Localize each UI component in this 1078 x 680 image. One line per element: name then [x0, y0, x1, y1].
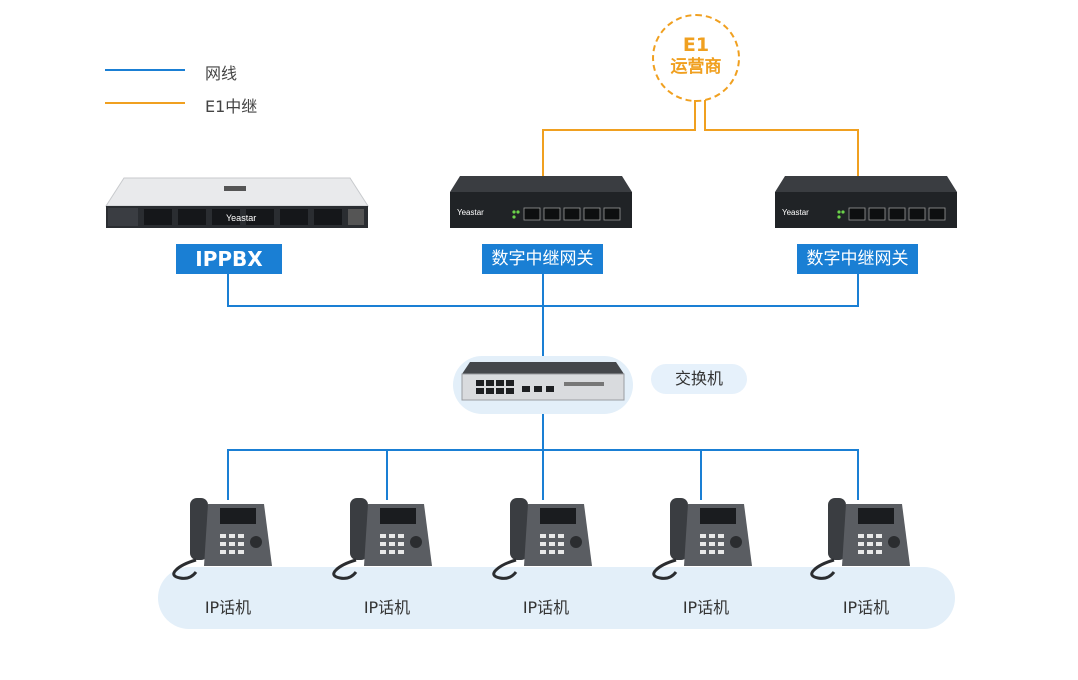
- gateway-right-icon: Yeastar: [775, 176, 957, 228]
- switch-label: 交换机: [651, 364, 747, 394]
- gateway-right-brand: Yeastar: [782, 208, 809, 217]
- phone-label-4: IP话机: [682, 598, 730, 617]
- gateway-left-brand: Yeastar: [457, 208, 484, 217]
- ip-phone-5-icon: [810, 498, 910, 580]
- e1-trunk-lines: [542, 100, 859, 182]
- ip-phone-2-icon: [332, 498, 432, 580]
- legend-lan-label: 网线: [205, 64, 238, 83]
- gateway-right-label: 数字中继网关: [797, 244, 918, 274]
- phone-label-3: IP话机: [522, 598, 570, 617]
- carrier-line1: E1: [682, 34, 710, 56]
- phone-label-2: IP话机: [363, 598, 411, 617]
- gateway-left-label: 数字中继网关: [482, 244, 603, 274]
- ippbx-label: IPPBX: [176, 244, 282, 274]
- ippbx-brand: Yeastar: [226, 213, 256, 223]
- ip-phone-3-icon: [492, 498, 592, 580]
- network-switch-icon: [461, 362, 625, 401]
- phone-label-1: IP话机: [204, 598, 252, 617]
- ippbx-server-icon: Yeastar: [105, 177, 369, 228]
- lan-backbone-lines: [227, 274, 859, 500]
- legend-e1-label: E1中继: [205, 97, 258, 116]
- e1-carrier-node: E1 运营商: [652, 14, 740, 102]
- carrier-line2: 运营商: [670, 57, 722, 77]
- ip-phone-4-icon: [652, 498, 752, 580]
- ip-phone-1-icon: [172, 498, 272, 580]
- phone-label-5: IP话机: [842, 598, 890, 617]
- gateway-left-icon: Yeastar: [450, 176, 632, 228]
